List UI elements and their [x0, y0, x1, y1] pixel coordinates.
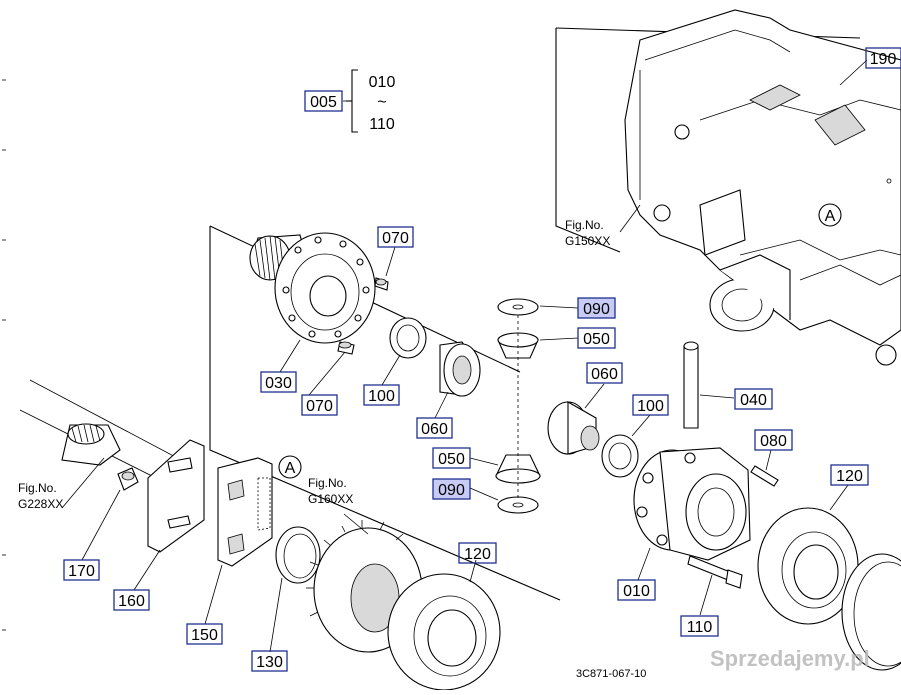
- washer-090-top: [497, 298, 539, 316]
- svg-text:030: 030: [265, 375, 292, 392]
- callout-a-upper-text: A: [825, 208, 836, 225]
- svg-text:150: 150: [191, 627, 218, 644]
- svg-text:070: 070: [306, 398, 333, 415]
- pin-070-lower: [337, 341, 355, 355]
- spring-pin-080: [750, 465, 779, 487]
- differential-case-010: [633, 447, 751, 561]
- svg-text:100: 100: [637, 398, 664, 415]
- bolt-170: [117, 467, 139, 491]
- part-label-190[interactable]: 190: [865, 47, 901, 69]
- fig-ref-g160-line2: G160XX: [308, 492, 353, 506]
- washer-090-bottom: [497, 496, 539, 514]
- svg-text:050: 050: [438, 451, 465, 468]
- callout-a-lower-text: A: [285, 460, 296, 477]
- fig-ref-g228-line1: Fig.No.: [18, 481, 57, 495]
- part-label-040[interactable]: 040: [734, 388, 773, 410]
- part-label-110[interactable]: 110: [680, 615, 719, 637]
- part-label-070-lower[interactable]: 070: [301, 394, 338, 416]
- part-label-050-top[interactable]: 050: [577, 327, 616, 349]
- part-label-080[interactable]: 080: [754, 429, 793, 451]
- part-label-060-right[interactable]: 060: [586, 362, 623, 384]
- part-label-090-bottom[interactable]: 090: [432, 478, 471, 500]
- svg-text:080: 080: [760, 433, 787, 450]
- drawing-code: 3C871-067-10: [576, 668, 646, 680]
- svg-text:190: 190: [870, 51, 897, 68]
- pin-070-upper: [374, 277, 389, 291]
- margin-marks: [2, 79, 6, 631]
- ball-bearing-120-left: [387, 573, 501, 691]
- svg-text:170: 170: [68, 563, 95, 580]
- snap-ring-130: [275, 526, 321, 584]
- thrust-washer-100-right: [601, 434, 639, 478]
- group-range-sep: ~: [377, 94, 386, 111]
- svg-text:050: 050: [583, 331, 610, 348]
- group-bracket: [346, 69, 358, 133]
- svg-text:110: 110: [687, 619, 713, 636]
- leader-lines: [61, 59, 868, 653]
- fig-ref-g228: Fig.No. G228XX: [18, 481, 63, 511]
- part-label-010[interactable]: 010: [617, 579, 656, 601]
- bolt-110: [687, 555, 743, 589]
- svg-text:060: 060: [591, 366, 618, 383]
- svg-text:130: 130: [256, 654, 283, 671]
- svg-text:060: 060: [421, 421, 448, 438]
- fig-ref-g160-line1: Fig.No.: [308, 476, 347, 490]
- svg-text:160: 160: [118, 593, 145, 610]
- svg-text:040: 040: [740, 392, 767, 409]
- svg-text:120: 120: [464, 546, 491, 563]
- part-label-120-right[interactable]: 120: [830, 464, 869, 486]
- lock-plate-160: [147, 439, 205, 553]
- svg-text:010: 010: [623, 583, 650, 600]
- axle-shaft: [61, 423, 121, 466]
- group-range-start: 010: [369, 74, 396, 91]
- part-label-050-bottom[interactable]: 050: [432, 447, 471, 469]
- part-label-120-left[interactable]: 120: [458, 542, 497, 564]
- group-label-005: 005: [310, 94, 337, 111]
- svg-text:120: 120: [836, 468, 863, 485]
- group-range-end: 110: [369, 116, 395, 133]
- part-label-170[interactable]: 170: [63, 559, 100, 581]
- svg-text:090: 090: [583, 301, 610, 318]
- side-gear-060-right: [547, 401, 600, 455]
- differential-case-030: [249, 232, 376, 344]
- callout-a-upper: A: [818, 203, 842, 227]
- snap-ring-right: [841, 553, 901, 671]
- part-label-100-left[interactable]: 100: [363, 384, 400, 406]
- fig-ref-g150-line1: Fig.No.: [565, 218, 604, 232]
- fig-ref-g228-line2: G228XX: [18, 497, 63, 511]
- part-label-160[interactable]: 160: [113, 589, 150, 611]
- transmission-housing: [624, 9, 901, 366]
- svg-text:090: 090: [438, 482, 465, 499]
- svg-text:070: 070: [382, 230, 409, 247]
- part-label-060-left[interactable]: 060: [416, 417, 453, 439]
- thrust-washer-100-left: [389, 317, 427, 359]
- side-gear-060-left: [439, 341, 481, 397]
- part-label-090-top[interactable]: 090: [577, 297, 616, 319]
- part-label-100-right[interactable]: 100: [632, 394, 669, 416]
- part-label-150[interactable]: 150: [186, 623, 223, 645]
- ball-bearing-120-right: [757, 507, 859, 625]
- part-label-130[interactable]: 130: [251, 650, 288, 672]
- svg-text:100: 100: [368, 388, 395, 405]
- fig-ref-g150-line2: G150XX: [565, 234, 610, 248]
- part-label-030[interactable]: 030: [260, 371, 297, 393]
- pinion-shaft-040: [683, 341, 699, 429]
- lock-plate-150: [217, 457, 273, 567]
- fig-ref-g160: Fig.No. G160XX: [308, 476, 353, 506]
- watermark-text: Sprzedajemy.pl: [710, 646, 870, 671]
- fig-ref-g150: Fig.No. G150XX: [565, 218, 610, 248]
- part-label-070-upper[interactable]: 070: [377, 226, 414, 248]
- callout-a-lower: A: [278, 455, 302, 479]
